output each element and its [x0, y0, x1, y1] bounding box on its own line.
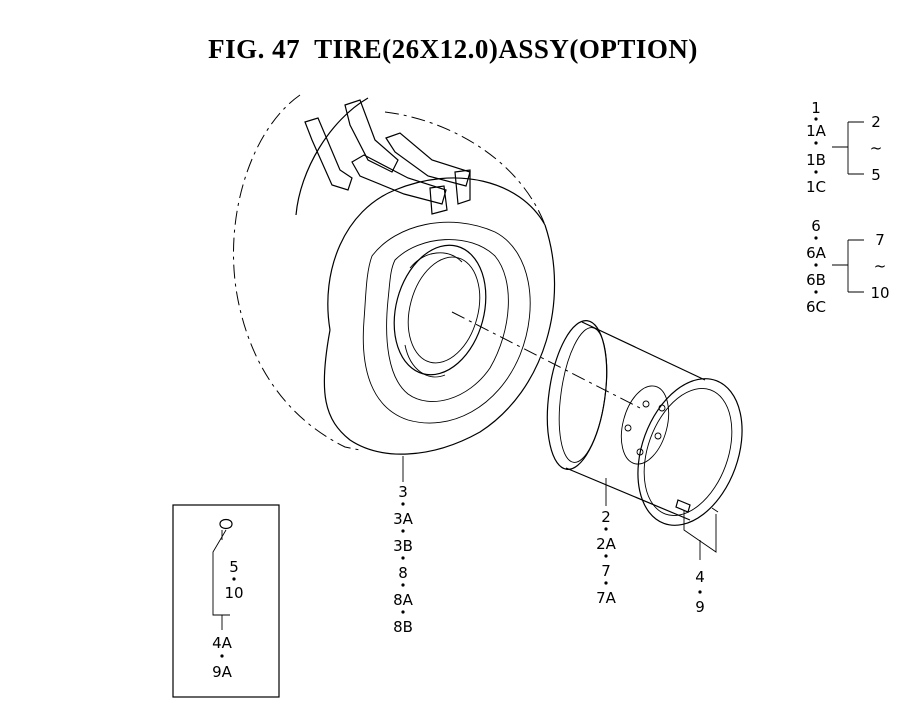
inset-callout-4a: 4A: [212, 634, 233, 652]
legend1-item-1a: 1A: [806, 122, 827, 140]
tire-callout-8a: 8A: [393, 591, 414, 609]
valve-inset-box: 5 10 4A 9A: [172, 504, 280, 698]
tire-callout-3: 3: [398, 483, 408, 501]
legend1-range-end: 5: [871, 166, 881, 184]
wheel-callout-2: 2: [601, 508, 611, 526]
legend2-item-6b: 6B: [806, 271, 826, 289]
legend2-item-6a: 6A: [806, 244, 827, 262]
legend1-item-1c: 1C: [806, 178, 826, 196]
assembly-center-line: [451, 311, 641, 409]
legend2-item-6: 6: [811, 217, 821, 235]
inset-callout-5: 5: [229, 558, 239, 576]
legend1-item-1b: 1B: [806, 151, 826, 169]
wheel-callout-2a: 2A: [596, 535, 617, 553]
leader-lines: [402, 456, 717, 560]
tire-callout-8b: 8B: [393, 618, 413, 636]
legend1-range-start: 2: [871, 113, 881, 131]
valve-callout: 4 9: [695, 568, 705, 616]
valve-callout-4: 4: [695, 568, 705, 586]
tire-callout-3a: 3A: [393, 510, 414, 528]
tire-drawing: [232, 94, 556, 455]
wheel-callout-7a: 7A: [596, 589, 617, 607]
legend1-range-mark: ~: [870, 139, 883, 157]
legend2-range-mark: ~: [874, 257, 887, 275]
legend-group-1: 1 1A 1B 1C 2 ~ 5: [806, 99, 882, 196]
figure-title: FIG. 47 TIRE(26X12.0)ASSY(OPTION): [208, 34, 698, 64]
inset-callout-9a: 9A: [212, 663, 233, 681]
legend2-item-6c: 6C: [806, 298, 826, 316]
legend2-range-start: 7: [875, 231, 885, 249]
wheel-callout: 2 2A 7 7A: [596, 508, 617, 607]
wheel-drawing: [546, 320, 743, 526]
wheel-callout-7: 7: [601, 562, 611, 580]
legend2-range-end: 10: [870, 284, 889, 302]
tire-tread-lugs: [304, 99, 471, 215]
tire-callout-8: 8: [398, 564, 408, 582]
legend-group-2: 6 6A 6B 6C 7 ~ 10: [806, 217, 890, 316]
valve-callout-9: 9: [695, 598, 705, 616]
legend1-item-1: 1: [811, 99, 821, 117]
valve-icon: [219, 518, 233, 530]
tire-callout: 3 3A 3B 8 8A 8B: [393, 483, 414, 636]
inset-callout-10: 10: [224, 584, 243, 602]
tire-callout-3b: 3B: [393, 537, 413, 555]
